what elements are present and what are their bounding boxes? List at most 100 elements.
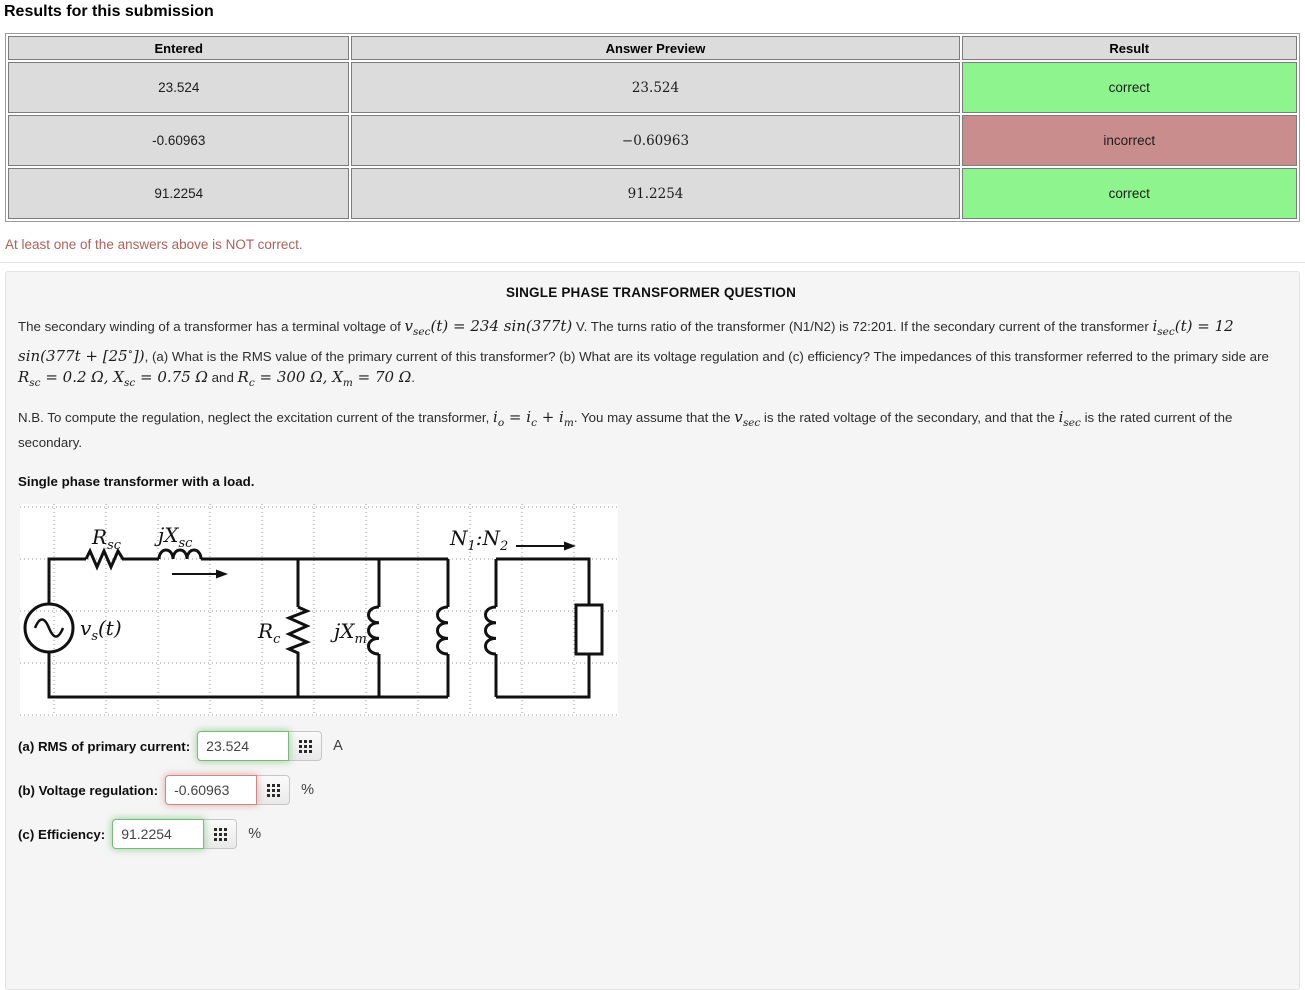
answer-input-group [197, 731, 323, 761]
text-segment: = i [504, 408, 532, 426]
col-header-result: Result [961, 36, 1297, 60]
text-segment: and [207, 370, 238, 385]
header-row: Entered Answer Preview Result [8, 36, 1297, 60]
warning-message: At least one of the answers above is NOT… [5, 237, 303, 252]
text-segment: N.B. To compute the regulation, neglect … [18, 410, 494, 425]
label-rc: Rc [257, 619, 281, 647]
text-segment: v [404, 317, 414, 335]
transformer-secondary-icon [484, 605, 497, 656]
inductor-xm-icon [367, 605, 380, 656]
entered-cell: 91.2254 [8, 168, 350, 219]
text-segment: V. The turns ratio of the transformer (N… [572, 319, 1153, 334]
text-segment: = 300 Ω, X [254, 368, 343, 386]
ac-source-icon [23, 602, 75, 654]
result-cell: incorrect [961, 115, 1297, 166]
equation-editor-button[interactable] [288, 731, 323, 761]
resistor-rc-icon [285, 605, 311, 655]
answer-input-group [112, 819, 238, 849]
text-segment: ∘ [127, 346, 133, 358]
text-segment: . You may assume that the [573, 410, 735, 425]
table-row: 23.524 23.524 correct [8, 62, 1297, 113]
text-segment: ]) [132, 347, 145, 365]
text-segment: R [237, 368, 249, 386]
text-segment: o [497, 417, 505, 429]
equation-editor-button[interactable] [203, 819, 238, 849]
circuit-wires [47, 557, 591, 699]
transformer-primary-icon [436, 605, 449, 656]
answer-row: (c) Efficiency: % [18, 819, 1289, 849]
text-segment: sec [742, 417, 761, 429]
label-xsc: jXsc [154, 523, 193, 551]
divider [0, 262, 1305, 263]
question-box: SINGLE PHASE TRANSFORMER QUESTION The se… [5, 271, 1300, 990]
answer-preview-cell: 23.524 [351, 62, 960, 113]
text-segment: = 0.75 Ω [135, 368, 208, 386]
result-cell: correct [961, 168, 1297, 219]
grid-dots [20, 504, 618, 716]
text-segment: . [411, 370, 415, 385]
text-segment: The secondary winding of a transformer h… [18, 319, 405, 334]
text-segment: i [1058, 408, 1064, 426]
question-paragraph-1: The secondary winding of a transformer h… [18, 316, 1289, 393]
label-rsc: Rsc [91, 525, 122, 553]
ratio-arrow-icon [516, 541, 576, 551]
results-table: Entered Answer Preview Result 23.524 23.… [5, 33, 1300, 222]
equation-editor-button[interactable] [256, 775, 291, 805]
question-paragraph-2: N.B. To compute the regulation, neglect … [18, 407, 1289, 453]
col-header-entered: Entered [8, 36, 350, 60]
text-segment: = 0.2 Ω, X [40, 368, 124, 386]
text-segment: is the rated current of the secondary. [18, 410, 1233, 450]
answer-input[interactable] [165, 775, 258, 805]
answer-input-group [165, 775, 291, 805]
text-segment: sec [1157, 326, 1175, 338]
page-title: Results for this submission [4, 3, 214, 20]
text-segment: sc [29, 377, 41, 389]
answer-unit: A [333, 738, 343, 754]
results-table-body: 23.524 23.524 correct -0.60963 −0.60963 … [8, 62, 1297, 219]
text-segment: i [1152, 317, 1158, 335]
answer-input[interactable] [197, 731, 290, 761]
table-row: -0.60963 −0.60963 incorrect [8, 115, 1297, 166]
label-turns-ratio: N1:N2 [449, 526, 508, 554]
answer-label: (c) Efficiency: [18, 826, 106, 842]
answer-row: (b) Voltage regulation: % [18, 775, 1289, 805]
text-segment: c [531, 417, 537, 429]
answer-preview-cell: −0.60963 [351, 115, 960, 166]
current-arrow-icon [172, 569, 228, 579]
answer-label: (a) RMS of primary current: [18, 738, 191, 754]
question-title: SINGLE PHASE TRANSFORMER QUESTION [505, 285, 797, 300]
result-cell: correct [961, 62, 1297, 113]
text-segment: sec [413, 326, 431, 338]
text-segment: (t) = 12 sin(377t + [25 [18, 317, 1234, 365]
text-segment: R [18, 368, 30, 386]
text-segment: sc [123, 377, 136, 389]
circuit-figure: Rsc jXsc Rc jXm vs(t) N1:N2 [20, 504, 618, 716]
text-segment: , (a) What is the RMS value of the prima… [144, 349, 1269, 364]
text-segment: is the rated voltage of the secondary, a… [760, 410, 1059, 425]
inductor-xsc-icon [157, 548, 203, 560]
answer-input[interactable] [112, 819, 205, 849]
load-resistor-icon [574, 603, 604, 656]
grid-icon [213, 827, 227, 841]
text-segment: v [734, 408, 743, 426]
text-segment: (t) = 234 sin(377t) [430, 317, 573, 335]
answer-preview-cell: 91.2254 [351, 168, 960, 219]
sine-wave-icon [33, 618, 65, 638]
entered-cell: 23.524 [8, 62, 350, 113]
entered-cell: -0.60963 [8, 115, 350, 166]
text-segment: + i [536, 408, 564, 426]
grid-icon [298, 739, 312, 753]
col-header-answer-preview: Answer Preview [351, 36, 960, 60]
circuit-diagram: Rsc jXsc Rc jXm vs(t) N1:N2 [20, 504, 618, 716]
label-source: vs(t) [80, 616, 122, 644]
resistor-rsc-icon [84, 547, 126, 571]
answers: (a) RMS of primary current: A (b) Voltag… [18, 731, 1289, 849]
grid-icon [266, 783, 280, 797]
answer-row: (a) RMS of primary current: A [18, 731, 1289, 761]
text-segment: c [248, 377, 255, 389]
text-segment: m [563, 417, 574, 429]
figure-caption: Single phase transformer with a load. [18, 474, 255, 489]
text-segment: = 70 Ω [352, 368, 412, 386]
answer-unit: % [248, 826, 262, 842]
page: Results for this submission Entered Answ… [0, 3, 1305, 990]
